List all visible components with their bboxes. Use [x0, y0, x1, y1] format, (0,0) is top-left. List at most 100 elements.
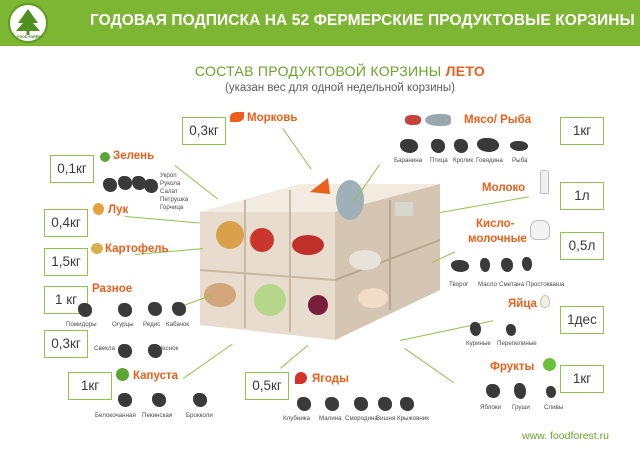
- apple-item-icon: [486, 384, 500, 398]
- season-label: ЛЕТО: [445, 63, 486, 79]
- page-title: ГОДОВАЯ ПОДПИСКА НА 52 ФЕРМЕРСКИЕ ПРОДУК…: [90, 12, 635, 29]
- cottage-cheese-icon: [451, 260, 469, 272]
- meat-illustration: [292, 235, 324, 255]
- connector-line: [440, 196, 529, 214]
- basket-illustration: [199, 178, 441, 340]
- list-item: Петрушка: [160, 196, 189, 203]
- meat-item-lamb: Баранина: [394, 157, 423, 164]
- broccoli-icon: [193, 393, 207, 407]
- pear-icon: [514, 383, 526, 399]
- misc-item-tomato: Помидоры: [66, 321, 97, 328]
- list-item: Укроп: [160, 172, 177, 179]
- plum-icon: [546, 386, 556, 398]
- poultry-icon: [431, 139, 445, 153]
- list-item: Салат: [160, 188, 178, 195]
- strawberry-icon: [295, 372, 307, 384]
- gooseberry-icon: [400, 397, 414, 411]
- meat-item-poultry: Птица: [430, 157, 448, 164]
- meat-weight: 1кг: [560, 117, 604, 145]
- cabbage-item-chinese: Пекинская: [142, 412, 173, 419]
- potato-label: Картофель: [105, 243, 169, 255]
- onion-label: Лук: [108, 204, 129, 216]
- zucchini-icon: [172, 302, 186, 316]
- onion-illustration: [216, 221, 244, 249]
- fish-icon: [425, 114, 451, 126]
- connector-line: [404, 348, 455, 384]
- cherry-icon: [378, 397, 392, 411]
- berries-item-cherry: Вишня: [376, 415, 396, 422]
- misc-item-garlic: Чеснок: [158, 345, 179, 352]
- potato-illustration: [204, 283, 236, 307]
- carrot-illustration: [310, 178, 330, 194]
- milk-weight: 1л: [560, 182, 604, 210]
- meat-item-fish: Рыба: [512, 157, 528, 164]
- misc-weight-2: 0,3кг: [44, 330, 88, 358]
- meat-icon: [405, 115, 421, 125]
- greens-items: Укроп Рукола Салат Петрушка Горчица: [160, 172, 188, 212]
- tree-icon: [16, 9, 40, 35]
- beef-icon: [477, 138, 499, 152]
- fruits-item-pear: Груши: [512, 404, 530, 411]
- egg-icon: [540, 295, 550, 308]
- apple-icon: [543, 358, 556, 371]
- milk-jar-illustration: [395, 202, 413, 216]
- greens-weight: 0,1кг: [50, 155, 94, 183]
- meat-label: Мясо/ Рыба: [464, 114, 532, 126]
- rabbit-icon: [454, 139, 468, 153]
- cucumber-icon: [118, 303, 132, 317]
- meat-item-rabbit: Кролик: [453, 157, 474, 164]
- connector-line: [281, 128, 312, 170]
- cabbage-icon: [116, 368, 129, 381]
- subtitle-note: (указан вес для одной недельной корзины): [225, 82, 455, 94]
- connector-line: [280, 344, 309, 369]
- food-forest-logo: FOOD FOREST: [8, 3, 48, 43]
- onion-icon: [93, 203, 104, 215]
- parsley-icon: [144, 179, 158, 193]
- cabbage-illustration: [254, 284, 286, 316]
- chinese-cabbage-icon: [152, 393, 166, 407]
- eggs-item-quail: Перепелиные: [497, 340, 537, 347]
- dill-icon: [103, 178, 117, 192]
- cabbage-label: Капуста: [133, 370, 179, 382]
- berries-item-strawberry: Клубника: [283, 415, 311, 422]
- butter-icon: [480, 258, 490, 272]
- cabbage-item-broccoli: Брокколи: [186, 412, 213, 419]
- dairy-label-line2: молочные: [468, 233, 527, 245]
- carrot-label: Морковь: [247, 112, 298, 124]
- cottage-cheese-illustration: [349, 250, 381, 270]
- potato-icon: [91, 243, 103, 254]
- onion-weight: 0,4кг: [44, 209, 88, 237]
- fruits-item-plum: Сливы: [544, 404, 564, 411]
- misc-item-beet: Свекла: [94, 345, 115, 352]
- misc-item-cucumber: Огурцы: [112, 321, 134, 328]
- carrot-icon: [230, 112, 244, 122]
- eggs-item-chicken: Куриные: [466, 340, 491, 347]
- basket-subtitle: СОСТАВ ПРОДУКТОВОЙ КОРЗИНЫ ЛЕТО: [190, 63, 490, 79]
- list-item: Рукола: [160, 180, 181, 187]
- lamb-icon: [400, 139, 418, 153]
- fish-illustration: [336, 180, 364, 220]
- radish-icon: [148, 302, 162, 316]
- tomato-illustration: [250, 228, 274, 252]
- fruits-weight: 1кг: [560, 365, 604, 393]
- fruits-label: Фрукты: [490, 361, 535, 373]
- misc-item-zucchini: Кабачок: [166, 321, 190, 328]
- white-cabbage-icon: [118, 393, 132, 407]
- beet-icon: [118, 344, 132, 358]
- lettuce-icon: [132, 176, 146, 190]
- quail-egg-icon: [506, 324, 516, 336]
- greens-label: Зелень: [113, 150, 155, 162]
- meat-item-beef: Говядина: [476, 157, 503, 164]
- website-link[interactable]: www. foodforest.ru: [522, 430, 609, 442]
- dairy-item-sourcream: Сметана: [499, 281, 525, 288]
- dairy-weight: 0,5л: [560, 232, 604, 260]
- chicken-egg-icon: [470, 322, 481, 336]
- berries-item-raspberry: Малина: [319, 415, 342, 422]
- berries-label: Ягоды: [312, 373, 349, 385]
- dairy-item-prostokvasha: Простокваша: [526, 281, 565, 288]
- list-item: Горчица: [160, 204, 184, 211]
- misc-item-radish: Редис: [143, 321, 161, 328]
- sour-cream-icon: [501, 258, 513, 272]
- strawberry-item-icon: [297, 397, 311, 411]
- fruits-item-apple: Яблоки: [480, 404, 502, 411]
